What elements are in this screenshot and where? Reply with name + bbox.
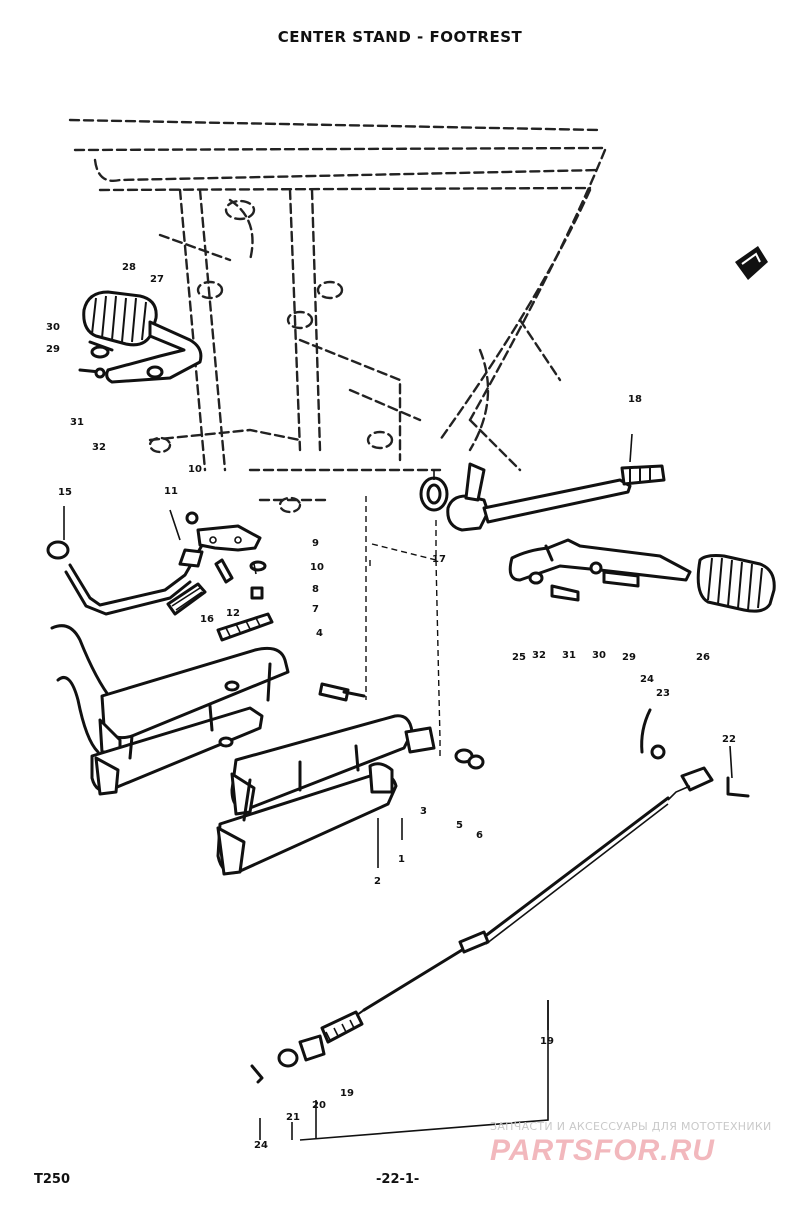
callout-9: 9 [312, 538, 319, 549]
callout-12: 12 [226, 608, 240, 619]
page-number: -22-1- [376, 1172, 420, 1187]
callout-27: 27 [150, 274, 164, 285]
callout-18: 18 [628, 394, 642, 405]
callout-10b: 10 [310, 562, 324, 573]
callout-6: 6 [476, 830, 483, 841]
watermark-tagline: ЗАПЧАСТИ И АКСЕССУАРЫ ДЛЯ МОТОТЕХНИКИ [490, 1120, 772, 1133]
callout-1: 1 [398, 854, 405, 865]
callout-30: 30 [46, 322, 60, 333]
callout-11: 11 [164, 486, 178, 497]
callout-32: 32 [92, 442, 106, 453]
callout-21: 21 [286, 1112, 300, 1123]
callout-3: 3 [420, 806, 427, 817]
callout-5: 5 [456, 820, 463, 831]
callout-16: 16 [200, 614, 214, 625]
callout-20: 20 [312, 1100, 326, 1111]
callout-25: 25 [512, 652, 526, 663]
callout-31: 31 [70, 417, 84, 428]
callout-15: 15 [58, 487, 72, 498]
callout-24: 24 [640, 674, 654, 685]
callout-17: 17 [432, 554, 446, 565]
callout-31b: 31 [562, 650, 576, 661]
callout-26: 26 [696, 652, 710, 663]
watermark-logo: PARTSFOR.RU [490, 1134, 715, 1167]
leader-lines [63, 433, 733, 1141]
model-code: T250 [34, 1172, 71, 1187]
stand-bracket-group [46, 511, 274, 642]
page-title: CENTER STAND - FOOTREST [277, 28, 523, 46]
callout-19: 19 [540, 1036, 554, 1047]
center-stand-assembly [50, 624, 485, 876]
callout-29b: 29 [622, 652, 636, 663]
callout-32b: 32 [532, 650, 546, 661]
frame-outline [68, 118, 607, 514]
callout-22: 22 [722, 734, 736, 745]
callout-30b: 30 [592, 650, 606, 661]
callout-29: 29 [46, 344, 60, 355]
callout-labels: 28 27 30 29 31 32 10 15 11 9 10 8 7 12 1… [46, 262, 736, 1151]
right-footrest-assembly [419, 462, 776, 613]
brake-rod-assembly [250, 708, 750, 1084]
callout-24b: 24 [254, 1140, 268, 1151]
callout-23: 23 [656, 688, 670, 699]
left-footrest-assembly [78, 290, 203, 384]
callout-10: 10 [188, 464, 202, 475]
callout-28: 28 [122, 262, 136, 273]
callout-8: 8 [312, 584, 319, 595]
callout-4: 4 [316, 628, 323, 639]
callout-7: 7 [312, 604, 319, 615]
callout-19b: 19 [340, 1088, 354, 1099]
callout-2: 2 [374, 876, 381, 887]
front-direction-arrow-icon [735, 246, 768, 280]
